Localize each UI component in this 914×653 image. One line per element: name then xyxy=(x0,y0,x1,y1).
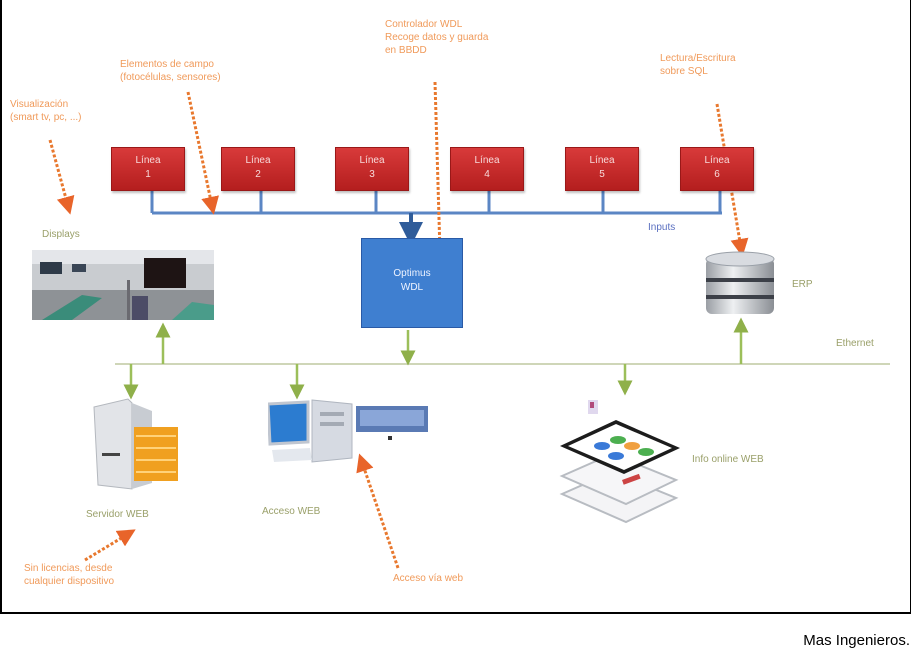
annotation-line: Recoge datos y guarda xyxy=(385,32,489,43)
line-box-6: Línea 6 xyxy=(680,147,754,191)
displays-label: Displays xyxy=(42,229,80,240)
annotation-line: en BBDD xyxy=(385,45,427,56)
line-number: 4 xyxy=(484,169,490,180)
annotation-sin-licencias: Sin licencias, desde cualquier dispositi… xyxy=(24,562,114,588)
web-access-label: Acceso WEB xyxy=(262,506,321,517)
annotation-controlador: Controlador WDL Recoge datos y guarda en… xyxy=(385,18,488,57)
line-title: Línea xyxy=(359,155,385,166)
annotation-line: Controlador WDL xyxy=(385,19,463,30)
line-number: 2 xyxy=(255,169,261,180)
annotation-visualizacion: Visualización (smart tv, pc, ...) xyxy=(10,98,81,124)
line-number: 3 xyxy=(369,169,375,180)
annotation-line: cualquier dispositivo xyxy=(24,576,115,587)
annotation-elementos-campo: Elementos de campo (fotocélulas, sensore… xyxy=(120,58,221,84)
annotation-line: (fotocélulas, sensores) xyxy=(120,72,221,83)
annotation-acceso-via-web: Acceso vía web xyxy=(393,573,464,584)
annotation-line: Visualización xyxy=(10,99,69,110)
line-title: Línea xyxy=(474,155,500,166)
annotation-line: (smart tv, pc, ...) xyxy=(10,112,82,123)
line-title: Línea xyxy=(245,155,271,166)
line-title: Línea xyxy=(589,155,615,166)
web-server-icon xyxy=(93,398,178,490)
line-number: 6 xyxy=(714,169,720,180)
optimus-wdl-controller: Optimus WDL xyxy=(361,238,463,328)
ethernet-label: Ethernet xyxy=(836,338,874,349)
ethernet-drops xyxy=(123,317,749,400)
controller-name: WDL xyxy=(400,282,424,293)
line-title: Línea xyxy=(704,155,730,166)
line-box-4: Línea 4 xyxy=(450,147,524,191)
line-number: 5 xyxy=(599,169,605,180)
erp-database-icon xyxy=(705,251,775,314)
line-number: 1 xyxy=(145,169,151,180)
annotation-line: Lectura/Escritura xyxy=(660,53,736,64)
line-box-5: Línea 5 xyxy=(565,147,639,191)
online-info-tablets-icon xyxy=(559,400,680,524)
annotation-lectura-escritura: Lectura/Escritura sobre SQL xyxy=(660,52,736,78)
credit-text: Mas Ingenieros. xyxy=(803,632,910,649)
line-title: Línea xyxy=(135,155,161,166)
annotation-line: Elementos de campo xyxy=(120,59,214,70)
line-box-1: Línea 1 xyxy=(111,147,185,191)
annotation-line: sobre SQL xyxy=(660,66,708,77)
online-info-label: Info online WEB xyxy=(692,454,764,465)
line-box-2: Línea 2 xyxy=(221,147,295,191)
displays-photo-icon xyxy=(32,250,214,320)
web-server-label: Servidor WEB xyxy=(86,509,149,520)
line-box-3: Línea 3 xyxy=(335,147,409,191)
controller-name: Optimus xyxy=(393,268,431,279)
erp-label: ERP xyxy=(792,279,813,290)
inputs-label: Inputs xyxy=(648,222,676,233)
annotation-line: Sin licencias, desde xyxy=(24,563,113,574)
input-bus xyxy=(150,191,722,215)
web-access-computer-icon xyxy=(268,399,428,463)
